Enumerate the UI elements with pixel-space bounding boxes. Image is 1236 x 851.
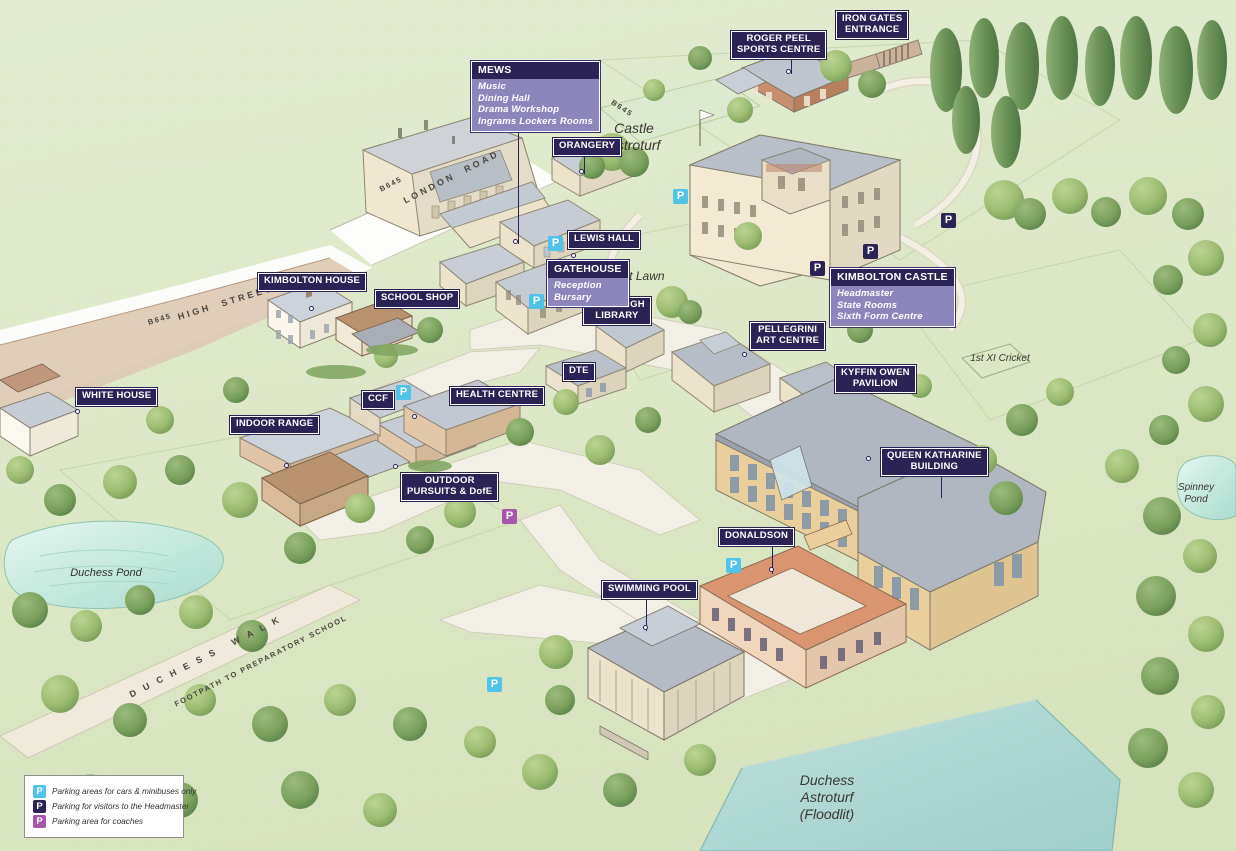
dot-swimming-pool xyxy=(643,625,648,630)
dot-indoor-range xyxy=(284,463,289,468)
dot-donaldson xyxy=(769,567,774,572)
kimbolton-castle-header: KIMBOLTON CASTLE xyxy=(831,269,954,287)
label-outdoor-pursuits-dofe[interactable]: OUTDOOR PURSUITS & DofE xyxy=(399,471,500,503)
parking-gatehouse-parking-icon: P xyxy=(529,294,544,309)
leader-swimming-pool xyxy=(646,595,648,631)
label-dte[interactable]: DTE xyxy=(562,362,596,382)
parking-coaches-icon: P xyxy=(33,815,46,828)
kimbolton-castle-item: State Rooms xyxy=(837,299,898,311)
legend-text: Parking area for coaches xyxy=(52,817,144,826)
label-ccf[interactable]: CCF xyxy=(360,390,396,410)
leader-orangery xyxy=(584,152,586,174)
label-kyffin-owen-pavilion[interactable]: KYFFIN OWEN PAVILION xyxy=(834,363,917,395)
map-legend: P Parking areas for cars & minibuses only… xyxy=(24,775,196,838)
parking-cars-icon: P xyxy=(33,785,46,798)
mews-item: Dining Hall xyxy=(478,92,530,104)
dot-white-house xyxy=(75,409,80,414)
duchess-astroturf-text: Duchess Astroturf (Floodlit) xyxy=(799,772,855,822)
leader-queen-katharine xyxy=(941,472,943,498)
parking-visitors-icon: P xyxy=(33,800,46,813)
mews-item: Music xyxy=(478,81,506,93)
mews-header: MEWS xyxy=(472,62,600,80)
parking-castle-east-3-parking-icon: P xyxy=(810,261,825,276)
label-donaldson[interactable]: DONALDSON xyxy=(717,527,796,547)
label-indoor-range[interactable]: INDOOR RANGE xyxy=(228,415,321,435)
cricket-pitch-text: 1st XI Cricket xyxy=(970,353,1030,364)
parking-donaldson-parking-icon: P xyxy=(726,558,741,573)
parking-castle-east-2-parking-icon: P xyxy=(863,244,878,259)
parking-pool-south-parking-icon: P xyxy=(487,677,502,692)
spinney-pond-text: Spinney Pond xyxy=(1177,482,1215,505)
leader-donaldson xyxy=(772,542,774,574)
legend-row-cars: P Parking areas for cars & minibuses only xyxy=(33,785,196,798)
label-lewis-hall[interactable]: LEWIS HALL xyxy=(566,230,642,250)
parking-ccf-parking-icon: P xyxy=(396,385,411,400)
parking-lewis-hall-parking-icon: P xyxy=(548,236,563,251)
mews-item: Drama Workshop xyxy=(478,104,560,116)
dot-roger-peel xyxy=(786,69,791,74)
leader-roger-peel xyxy=(791,56,793,74)
leader-mews xyxy=(518,114,520,244)
dot-pellegrini xyxy=(742,352,747,357)
label-queen-katharine-building[interactable]: QUEEN KATHARINE BUILDING xyxy=(880,446,989,478)
dot-mews xyxy=(513,239,518,244)
gatehouse-item: Reception xyxy=(554,280,602,292)
label-pellegrini-art-centre[interactable]: PELLEGRINI ART CENTRE xyxy=(748,320,827,352)
label-kimbolton-house[interactable]: KIMBOLTON HOUSE xyxy=(256,272,368,292)
label-school-shop[interactable]: SCHOOL SHOP xyxy=(373,289,461,309)
gatehouse-item: Bursary xyxy=(554,291,592,303)
label-roger-peel-sports-centre[interactable]: ROGER PEEL SPORTS CENTRE xyxy=(729,29,828,61)
dot-outdoor-pursuits xyxy=(393,464,398,469)
parking-castle-east-1-parking-icon: P xyxy=(941,213,956,228)
dot-kimbolton-house xyxy=(309,306,314,311)
dot-queen-katharine xyxy=(866,456,871,461)
kimbolton-castle-item: Sixth Form Centre xyxy=(837,311,923,323)
kimbolton-castle-item: Headmaster xyxy=(837,288,894,300)
legend-row-visitors: P Parking for visitors to the Headmaster xyxy=(33,800,189,813)
parking-coaches-centre-parking-icon: P xyxy=(502,509,517,524)
dot-lewis-hall xyxy=(571,253,576,258)
gatehouse-header: GATEHOUSE xyxy=(548,261,628,279)
label-white-house[interactable]: WHITE HOUSE xyxy=(74,387,159,407)
parking-castle-north-parking-icon: P xyxy=(673,189,688,204)
label-iron-gates-entrance[interactable]: IRON GATES ENTRANCE xyxy=(834,9,910,41)
legend-text: Parking for visitors to the Headmaster xyxy=(52,802,189,811)
mews-item: Ingrams Lockers Rooms xyxy=(478,115,594,127)
dot-health-centre xyxy=(412,414,417,419)
legend-text: Parking areas for cars & minibuses only xyxy=(52,787,197,796)
label-orangery[interactable]: ORANGERY xyxy=(551,137,623,157)
legend-row-coaches: P Parking area for coaches xyxy=(33,815,175,828)
label-health-centre[interactable]: HEALTH CENTRE xyxy=(448,386,546,406)
label-swimming-pool[interactable]: SWIMMING POOL xyxy=(601,580,698,600)
dot-orangery xyxy=(579,169,584,174)
duchess-pond-text: Duchess Pond xyxy=(70,567,142,579)
